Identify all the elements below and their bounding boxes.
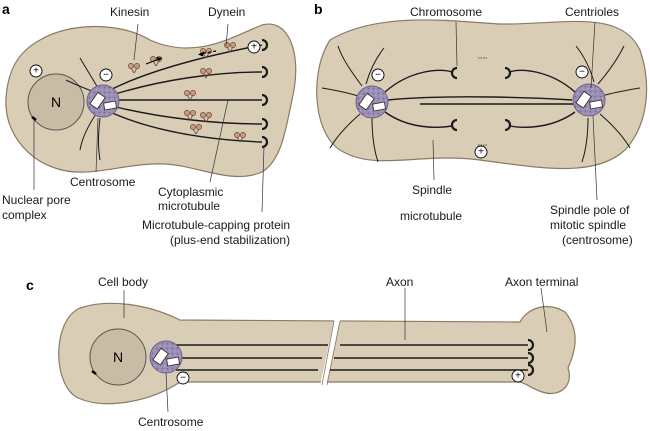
leader-lines-b xyxy=(432,21,598,201)
dynein-label: Dynein xyxy=(208,5,245,19)
capping-label-1: Microtubule-capping protein xyxy=(142,218,290,232)
minus-sign-b-left xyxy=(371,68,385,82)
minus-sign-c xyxy=(176,371,190,385)
nucleus-c xyxy=(89,328,147,386)
minus-sign-b-right xyxy=(575,65,589,79)
minus-sign-b-right-text: − xyxy=(579,67,585,78)
panel-c: c N − + Cell body Axon Axon termina xyxy=(26,275,578,429)
kinesin-arrowhead xyxy=(156,57,162,61)
spindle-pole-label-2: mitotic spindle xyxy=(550,218,626,232)
minus-sign-c-text: − xyxy=(180,373,186,384)
centrioles-label: Centrioles xyxy=(565,5,619,19)
dynein-arrowhead xyxy=(198,51,204,57)
cytoplasmic-mt-label-2: microtubule xyxy=(158,199,220,213)
panel-b-letter: b xyxy=(314,1,323,17)
nucleus-a-label: N xyxy=(51,94,61,110)
spindle-pole-right xyxy=(572,83,606,117)
chromosome-label: Chromosome xyxy=(410,5,482,19)
minus-sign-a-text: − xyxy=(103,70,109,81)
nuclear-pore-mark-c xyxy=(91,370,97,375)
nucleus-a xyxy=(27,73,85,131)
leader-lines-c xyxy=(123,287,548,413)
panel-b: b xyxy=(314,1,648,247)
minus-sign-a xyxy=(99,68,113,82)
plus-sign-a-nucleus-text: + xyxy=(33,66,39,77)
plus-sign-b-text: + xyxy=(478,147,484,158)
chromosome-kinetochores xyxy=(450,66,512,132)
plus-sign-b xyxy=(474,145,488,159)
nucleus-c-label: N xyxy=(113,349,123,365)
nuclear-pore-label-2: complex xyxy=(2,208,47,222)
plus-sign-a-nucleus xyxy=(29,64,43,78)
panel-a-letter: a xyxy=(2,1,10,17)
plus-sign-a-end xyxy=(247,40,261,54)
minus-sign-b-left-text: − xyxy=(375,70,381,81)
plus-sign-c xyxy=(511,369,525,383)
plus-sign-c-text: + xyxy=(515,371,521,382)
cell-body-label: Cell body xyxy=(98,275,148,289)
spindle-mt-label-2: microtubule xyxy=(400,209,462,223)
spindle-microtubules xyxy=(321,45,641,163)
capping-label-2: (plus-end stabilization) xyxy=(170,233,290,247)
axon-break-edges xyxy=(321,320,341,386)
plus-sign-a-end-text: + xyxy=(251,42,257,53)
panel-b-cell-outline xyxy=(316,19,648,170)
spindle-pole-label-1: Spindle pole of xyxy=(550,203,630,217)
centrosome-c-label: Centrosome xyxy=(138,415,204,429)
capping-proteins-a xyxy=(261,38,269,149)
axon-microtubules xyxy=(176,338,535,377)
centrosome-c xyxy=(149,340,183,374)
spindle-pole-label-3: (centrosome) xyxy=(562,233,633,247)
nuclear-pore-mark xyxy=(31,116,37,121)
spindle-midzone-marks xyxy=(478,57,488,146)
axon-terminal-label: Axon terminal xyxy=(505,275,578,289)
spindle-mt-label-1: Spindle xyxy=(412,183,452,197)
centrosome-a-label: Centrosome xyxy=(70,175,136,189)
leader-lines-a xyxy=(33,23,265,213)
axon-label: Axon xyxy=(386,275,413,289)
nuclear-pore-label-1: Nuclear pore xyxy=(2,193,71,207)
panel-c-letter: c xyxy=(26,277,34,293)
dynein-direction-arrow xyxy=(199,50,217,55)
kinesin-label: Kinesin xyxy=(110,5,149,19)
centrosome-a xyxy=(86,84,120,118)
panel-a: a N xyxy=(2,1,297,247)
spindle-pole-left xyxy=(355,85,389,119)
cytoplasmic-mt-label-1: Cytoplasmic xyxy=(158,185,223,199)
